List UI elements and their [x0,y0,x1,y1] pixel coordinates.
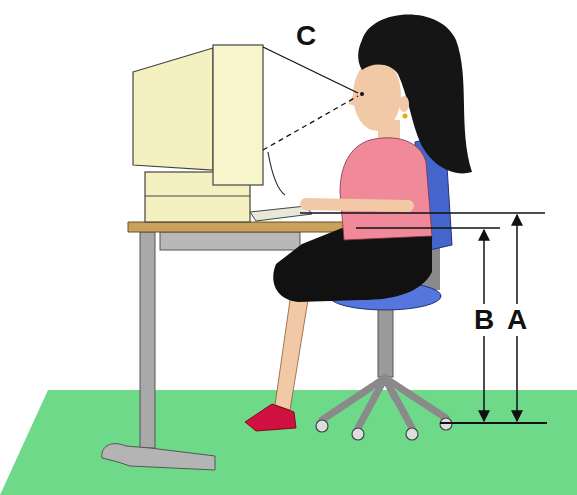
desk-leg [140,232,155,448]
case-line [145,196,250,197]
monitor-back [133,48,213,170]
keyboard-cable [268,152,285,195]
sight-line-dashed [263,96,358,150]
hair [358,14,472,173]
sleeve [399,160,410,200]
monitor-front [213,45,263,185]
earring [403,114,408,119]
desk-top [128,222,356,232]
dimension-extension [300,212,545,213]
desk-foot [102,444,215,470]
chair-post [378,305,393,377]
dimension-extension [356,227,500,228]
callout-letter: C [293,20,319,52]
chair-base [322,378,446,428]
eye [360,92,364,96]
chair-wheels [316,418,452,440]
forearm [306,204,408,206]
desk-drawer [160,232,300,250]
face [353,59,401,131]
shirt [340,138,432,240]
sight-line [263,47,358,93]
callout-letter: B [471,304,497,336]
lower-leg [275,300,308,410]
ear [399,96,409,112]
shoe [245,404,296,431]
floor-line [440,422,547,424]
callout-letter: A [504,304,530,336]
